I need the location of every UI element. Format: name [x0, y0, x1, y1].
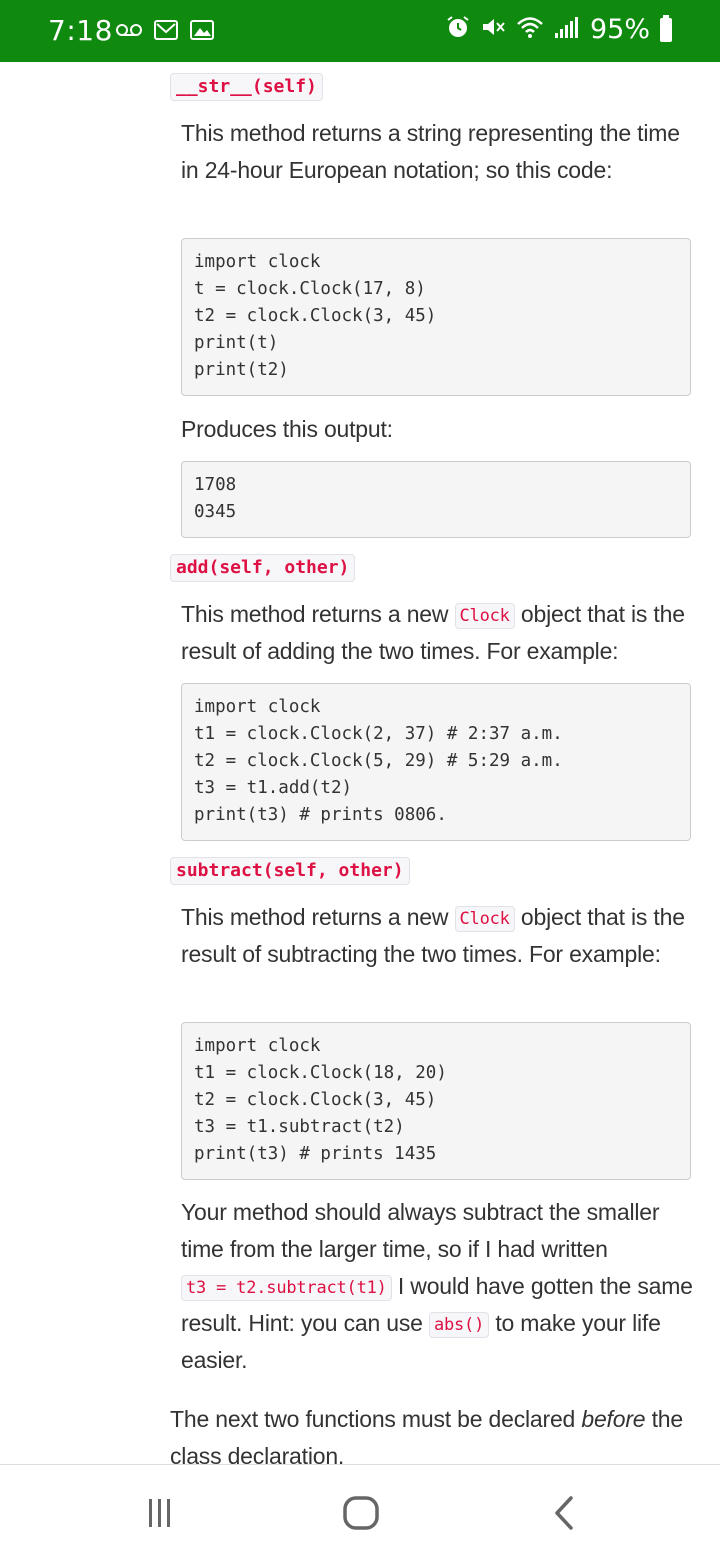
inline-code-abs: abs() [428, 1312, 490, 1338]
closing-text-end: the class declaration. [170, 1406, 683, 1464]
document-content: __str__(self) This method returns a stri… [0, 62, 720, 1464]
code-line: print(t3) # prints 0806. [194, 805, 447, 825]
inline-code-clock: Clock [454, 603, 515, 629]
subtract-code-block: import clock t1 = clock.Clock(18, 20) t2… [181, 1022, 691, 1180]
home-icon [343, 1496, 379, 1530]
mute-icon [480, 15, 506, 44]
note-text-end: to make your life easier. [181, 1310, 661, 1373]
closing-emphasis: before [581, 1406, 646, 1432]
subtract-desc-text: This method returns a new [181, 904, 449, 930]
code-line: print(t2) [194, 360, 289, 380]
method-signature-subtract: subtract(self, other) [170, 857, 410, 885]
code-line: import clock [194, 252, 321, 272]
code-line: t2 = clock.Clock(3, 45) [194, 1090, 437, 1110]
battery-percentage: 95% [589, 14, 650, 45]
code-line: import clock [194, 697, 321, 717]
method-signature-str: __str__(self) [170, 73, 323, 101]
subtract-desc-text-end: object that is the result of subtracting… [181, 904, 685, 967]
str-output-label: Produces this output: [181, 416, 393, 442]
recent-apps-icon [149, 1499, 170, 1527]
status-time: 7:18 [48, 14, 113, 47]
code-line: t1 = clock.Clock(18, 20) [194, 1063, 447, 1083]
code-line: print(t) [194, 333, 279, 353]
inline-code-subtract-call: t3 = t2.subtract(t1) [181, 1275, 392, 1301]
closing-paragraph: The next two functions must be declared … [170, 1401, 710, 1464]
voicemail-icon [116, 22, 142, 43]
navigation-bar [0, 1464, 720, 1560]
status-right-icons: 95% [446, 14, 672, 45]
str-output-block: 1708 0345 [181, 461, 691, 538]
back-button[interactable] [540, 1489, 588, 1537]
closing-text: The next two functions must be declared [170, 1406, 576, 1432]
note-text-middle: I would have gotten the same result. Hin… [181, 1273, 693, 1336]
code-line: t1 = clock.Clock(2, 37) # 2:37 a.m. [194, 724, 563, 744]
code-line: t2 = clock.Clock(3, 45) [194, 306, 437, 326]
wifi-icon [516, 15, 544, 44]
output-line: 0345 [194, 502, 237, 522]
code-line: import clock [194, 1036, 321, 1056]
note-text: Your method should always subtract the s… [181, 1199, 660, 1262]
str-code-block: import clock t = clock.Clock(17, 8) t2 =… [181, 238, 691, 396]
code-line: t = clock.Clock(17, 8) [194, 279, 426, 299]
str-description: This method returns a string representin… [181, 120, 680, 183]
method-signature-add: add(self, other) [170, 554, 356, 582]
output-line: 1708 [194, 475, 237, 495]
back-icon [555, 1496, 573, 1530]
add-description: This method returns a new Clock object t… [181, 596, 701, 670]
recent-apps-button[interactable] [136, 1489, 184, 1537]
code-line: print(t3) # prints 1435 [194, 1144, 437, 1164]
add-desc-text: This method returns a new [181, 601, 449, 627]
code-line: t3 = t1.subtract(t2) [194, 1117, 405, 1137]
home-button[interactable] [337, 1489, 385, 1537]
code-line: t2 = clock.Clock(5, 29) # 5:29 a.m. [194, 751, 563, 771]
subtract-note: Your method should always subtract the s… [181, 1194, 701, 1379]
gallery-icon [190, 20, 214, 45]
add-code-block: import clock t1 = clock.Clock(2, 37) # 2… [181, 683, 691, 841]
inline-code-clock: Clock [454, 906, 515, 932]
alarm-icon [446, 15, 470, 44]
status-bar: 7:18 95% [0, 0, 720, 62]
gmail-icon [154, 20, 178, 45]
add-desc-text-end: object that is the result of adding the … [181, 601, 685, 664]
subtract-description: This method returns a new Clock object t… [181, 899, 701, 973]
battery-icon [660, 14, 672, 42]
status-left-icons [116, 20, 214, 45]
signal-icon [554, 15, 580, 44]
code-line: t3 = t1.add(t2) [194, 778, 353, 798]
